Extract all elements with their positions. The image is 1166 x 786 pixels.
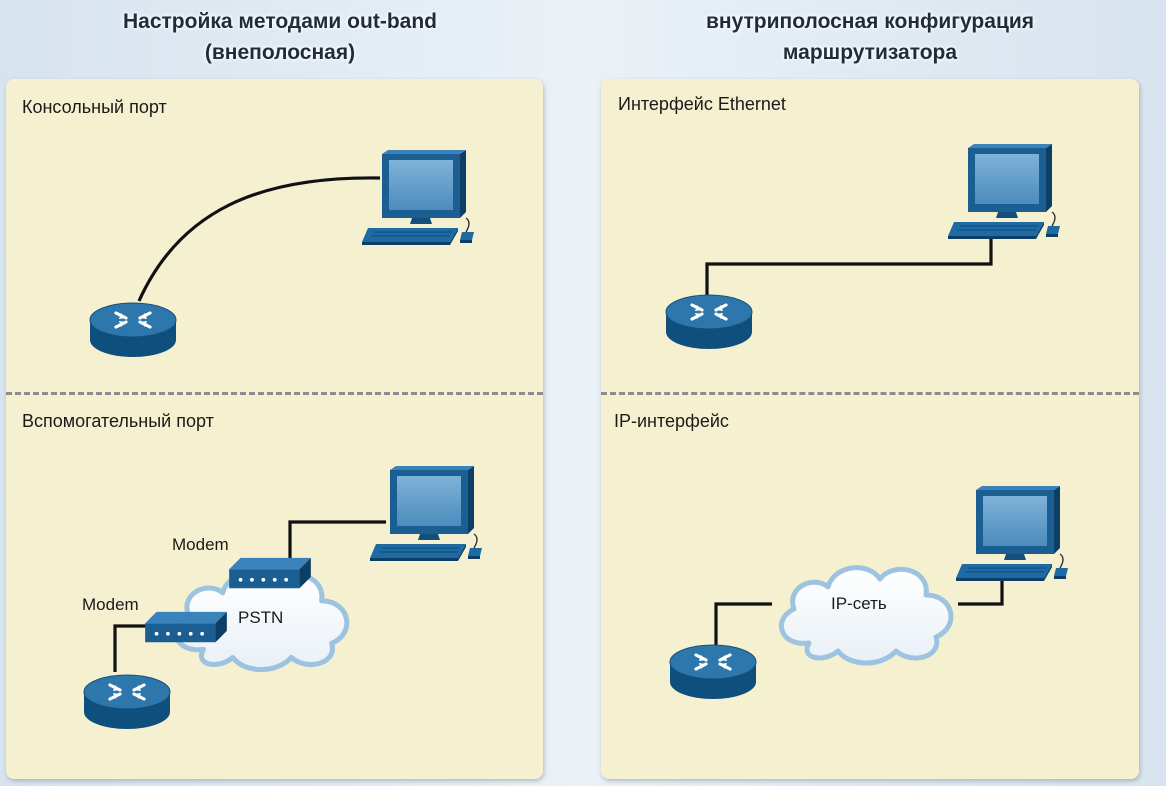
ip-network-cloud-label: IP-сеть bbox=[831, 594, 887, 613]
computer-icon bbox=[362, 150, 475, 246]
computer-icon bbox=[956, 486, 1069, 582]
left-divider bbox=[6, 392, 543, 395]
right-title-line2: маршрутизатора bbox=[782, 41, 958, 64]
modem-icon bbox=[145, 611, 227, 643]
modem-icon bbox=[229, 557, 311, 589]
ip-cable-router bbox=[714, 602, 772, 660]
left-title-line2: (внеполосная) bbox=[204, 41, 356, 64]
router-icon bbox=[668, 643, 758, 701]
left-column-title: Настройка методами out-band (внеполосная… bbox=[20, 6, 540, 68]
ip-cable-pc bbox=[958, 572, 1004, 606]
left-title-line1: Настройка методами out-band bbox=[123, 10, 437, 33]
right-column-title: внутриполосная конфигурация маршрутизато… bbox=[600, 6, 1140, 68]
pstn-cloud-label: PSTN bbox=[238, 608, 284, 627]
right-divider bbox=[601, 392, 1139, 395]
router-icon bbox=[82, 673, 172, 731]
router-icon bbox=[664, 293, 754, 351]
right-title-line1: внутриполосная конфигурация bbox=[705, 10, 1035, 33]
modem-label-upper: Modem bbox=[172, 535, 229, 554]
ethernet-interface-label: Интерфейс Ethernet bbox=[618, 94, 786, 114]
ip-interface-label: IP-интерфейс bbox=[614, 411, 729, 431]
computer-icon bbox=[948, 144, 1061, 240]
console-cable bbox=[137, 176, 381, 302]
modem-label-lower: Modem bbox=[82, 595, 139, 614]
computer-icon bbox=[370, 466, 483, 562]
cloud-icon bbox=[781, 568, 951, 663]
router-icon bbox=[88, 301, 178, 359]
aux-port-label: Вспомогательный порт bbox=[22, 411, 214, 431]
ethernet-cable bbox=[705, 236, 993, 305]
aux-cable-pc bbox=[288, 520, 386, 558]
aux-cable-router bbox=[113, 624, 146, 672]
console-port-label: Консольный порт bbox=[22, 97, 167, 117]
